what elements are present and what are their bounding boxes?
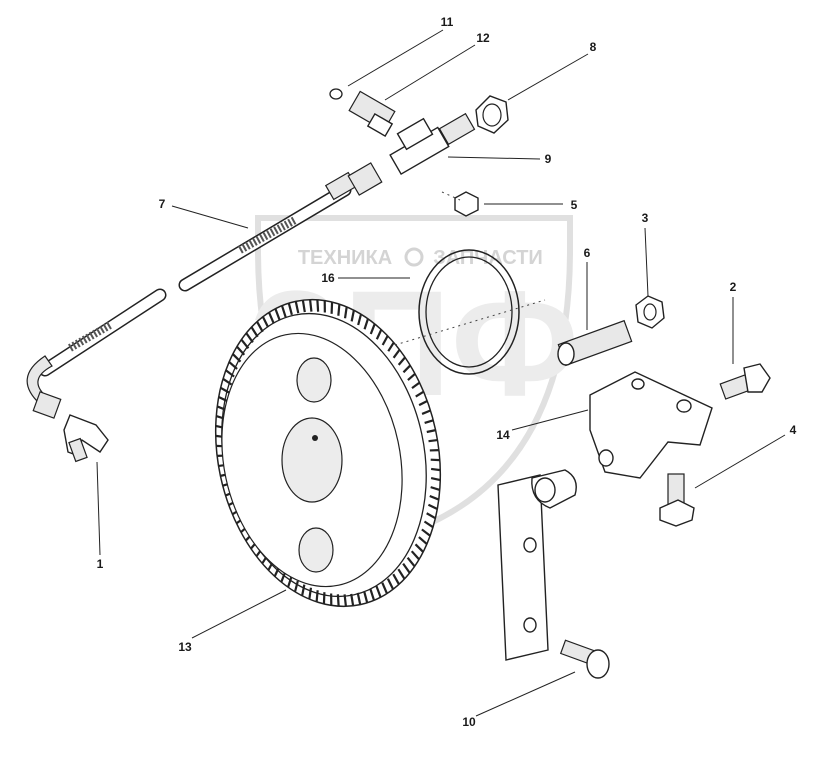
gear-tooth bbox=[274, 308, 281, 321]
gear-tooth bbox=[369, 323, 376, 335]
gear-tooth bbox=[225, 369, 235, 378]
callout-8: 8 bbox=[590, 40, 597, 54]
gear-tooth bbox=[280, 305, 287, 318]
callout-2: 2 bbox=[730, 280, 737, 294]
gear-tooth bbox=[256, 321, 264, 333]
gear-tooth bbox=[410, 550, 420, 561]
gear-tooth bbox=[381, 335, 389, 346]
gear-tooth bbox=[287, 576, 293, 588]
gear-tooth bbox=[350, 310, 355, 322]
gear-tooth bbox=[220, 386, 230, 394]
gear-tooth bbox=[287, 302, 293, 316]
gear-tooth bbox=[386, 578, 395, 590]
pressure-hose bbox=[26, 162, 383, 419]
gear-tooth bbox=[428, 439, 438, 443]
washer bbox=[329, 88, 343, 100]
gear-tooth bbox=[357, 313, 363, 326]
gear-tooth bbox=[308, 587, 313, 600]
tee-fitting bbox=[389, 112, 476, 175]
gear-tooth bbox=[418, 400, 428, 407]
gear-tooth bbox=[375, 585, 382, 598]
callout-9: 9 bbox=[545, 152, 552, 166]
callout-14: 14 bbox=[496, 428, 510, 442]
gear-tooth bbox=[430, 486, 441, 491]
callout-11: 11 bbox=[441, 15, 454, 29]
bolt-2 bbox=[719, 363, 771, 400]
callout-4: 4 bbox=[790, 423, 797, 437]
gear-tooth bbox=[301, 300, 306, 313]
leader-lines bbox=[96, 29, 786, 717]
gear-tooth bbox=[356, 592, 362, 605]
watermark-text-left: ТЕХНИКА bbox=[298, 247, 392, 269]
pressure-sender bbox=[348, 90, 396, 138]
callout-13: 13 bbox=[178, 640, 192, 654]
gear-tooth bbox=[392, 573, 400, 585]
gear-tooth bbox=[218, 396, 229, 403]
gear-tooth bbox=[421, 409, 431, 415]
gear-tooth bbox=[316, 299, 320, 312]
gear-tooth bbox=[293, 580, 299, 593]
gear-tooth bbox=[315, 590, 319, 602]
gear-tooth bbox=[430, 467, 441, 472]
gear-tooth bbox=[381, 582, 388, 594]
gear-tooth bbox=[423, 520, 434, 529]
gear-tooth bbox=[363, 318, 369, 330]
gear-tooth bbox=[414, 543, 424, 553]
gear-tooth bbox=[337, 304, 341, 316]
banjo-bolt bbox=[454, 191, 479, 217]
bracket bbox=[589, 371, 713, 479]
gear-tooth bbox=[363, 590, 369, 604]
gear-tooth bbox=[407, 373, 416, 381]
gear-tooth bbox=[424, 419, 434, 424]
gear-tooth bbox=[375, 329, 383, 340]
callout-12: 12 bbox=[476, 31, 490, 45]
watermark-gear-icon bbox=[404, 247, 424, 267]
gear-tooth bbox=[397, 356, 406, 366]
gear-tooth bbox=[402, 562, 411, 574]
gear-tooth bbox=[294, 301, 300, 314]
gear-tooth bbox=[421, 528, 431, 537]
gear-tooth bbox=[418, 536, 428, 545]
gear-tooth bbox=[415, 390, 425, 398]
gear-tooth bbox=[343, 306, 348, 319]
gear-tooth bbox=[429, 495, 440, 501]
gear-tooth bbox=[387, 341, 395, 352]
gear-tooth bbox=[406, 556, 416, 568]
gear-tooth bbox=[430, 477, 441, 482]
flange-nut bbox=[635, 295, 665, 329]
gear-tooth bbox=[261, 316, 270, 328]
gear-tooth bbox=[397, 568, 406, 580]
assembly-guide-line bbox=[394, 299, 546, 346]
gear-tooth bbox=[426, 512, 436, 520]
callout-5: 5 bbox=[571, 198, 578, 212]
callout-7: 7 bbox=[159, 197, 166, 211]
bolt-10 bbox=[559, 639, 610, 679]
gear-tooth bbox=[369, 588, 376, 601]
bolt-4 bbox=[659, 473, 695, 527]
watermark-text-right: ЗАПЧАСТИ bbox=[433, 247, 543, 269]
gear-tooth bbox=[392, 349, 401, 359]
callout-labels: 1 2 3 4 5 6 7 8 9 10 11 12 13 14 16 bbox=[97, 15, 797, 729]
callout-1: 1 bbox=[97, 557, 104, 571]
elbow-fitting bbox=[63, 414, 109, 463]
gear-tooth bbox=[309, 299, 313, 312]
gear-tooth bbox=[268, 312, 275, 324]
callout-3: 3 bbox=[642, 211, 649, 225]
gear-tooth bbox=[402, 364, 412, 374]
gear-tooth bbox=[301, 584, 306, 596]
gear-tooth bbox=[222, 377, 233, 386]
callout-10: 10 bbox=[462, 715, 476, 729]
gear-tooth bbox=[411, 381, 421, 390]
flywheel-ring-gear bbox=[214, 298, 442, 608]
callout-16: 16 bbox=[321, 271, 335, 285]
stud bbox=[557, 319, 633, 367]
support-arm bbox=[497, 469, 577, 661]
gear-tooth bbox=[427, 503, 438, 510]
callout-6: 6 bbox=[584, 246, 591, 260]
o-ring bbox=[418, 249, 520, 375]
cap-nut bbox=[475, 95, 509, 134]
gear-tooth bbox=[426, 429, 436, 434]
